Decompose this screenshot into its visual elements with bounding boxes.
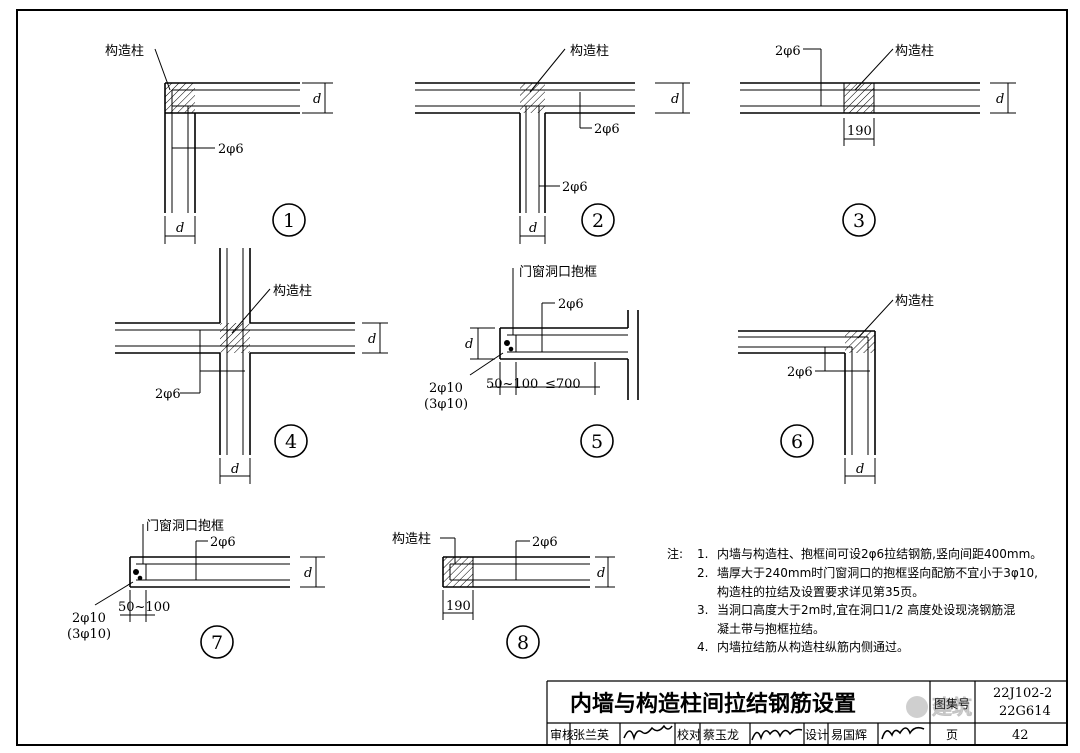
detail-5-number: 5 bbox=[591, 431, 603, 453]
page-number: 42 bbox=[1012, 728, 1029, 743]
detail-3-column-label: 构造柱 bbox=[895, 44, 934, 59]
watermark-text: 建筑 bbox=[932, 695, 972, 719]
detail-7-frame-label: 门窗洞口抱框 bbox=[146, 518, 224, 534]
detail-7-range-label: 50~100 bbox=[118, 600, 170, 615]
detail-2-d-label-bottom: d bbox=[529, 221, 537, 236]
detail-3-width-label: 190 bbox=[847, 124, 872, 139]
detail-1-column-label: 构造柱 bbox=[105, 44, 144, 59]
detail-2-bar-label-1: 2φ6 bbox=[594, 122, 620, 137]
note-1: 1. 内墙与构造柱、抱框间可设2φ6拉结钢筋,竖向间距400mm。 bbox=[697, 545, 1067, 564]
designer-name: 易国辉 bbox=[831, 728, 867, 742]
detail-6-d-label: d bbox=[856, 462, 864, 477]
detail-8 bbox=[440, 537, 615, 659]
detail-7-bar-label: 2φ6 bbox=[210, 535, 236, 550]
detail-5-bar-10-alt-label: (3φ10) bbox=[424, 397, 468, 412]
signature-checker bbox=[751, 728, 803, 741]
detail-7-number: 7 bbox=[211, 632, 223, 654]
detail-7-bar-10-alt-label: (3φ10) bbox=[67, 627, 111, 642]
detail-3-d-label: d bbox=[996, 92, 1004, 107]
detail-1-bar-label: 2φ6 bbox=[218, 142, 244, 157]
detail-2 bbox=[415, 48, 690, 244]
reviewer-name: 张兰英 bbox=[573, 728, 609, 742]
detail-6-number: 6 bbox=[791, 431, 803, 453]
check-label: 校对 bbox=[677, 727, 701, 742]
note-1-text: 内墙与构造柱、抱框间可设2φ6拉结钢筋,竖向间距400mm。 bbox=[717, 547, 1043, 561]
watermark: 建筑 bbox=[906, 695, 972, 719]
detail-7 bbox=[94, 524, 325, 659]
detail-4-bar-label: 2φ6 bbox=[155, 387, 181, 402]
detail-3-number: 3 bbox=[853, 210, 865, 232]
detail-8-width-label: 190 bbox=[446, 599, 471, 614]
signature-reviewer bbox=[623, 724, 673, 741]
detail-3 bbox=[740, 48, 1016, 237]
detail-1-d-label-bottom: d bbox=[176, 221, 184, 236]
review-label: 审核 bbox=[550, 727, 574, 742]
detail-4-d-label-bottom: d bbox=[231, 462, 239, 477]
sheet-border bbox=[16, 9, 1068, 746]
detail-1-number: 1 bbox=[283, 210, 295, 232]
detail-4-number: 4 bbox=[285, 431, 297, 453]
note-1-number: 1. bbox=[697, 547, 709, 561]
note-4-text: 内墙拉结筋从构造柱纵筋内侧通过。 bbox=[717, 640, 910, 654]
detail-7-bar-10-label: 2φ10 bbox=[72, 611, 106, 626]
note-2: 2. 墙厚大于240mm时门窗洞口的抱框竖向配筋不宜小于3φ10, 构造柱的拉结及… bbox=[697, 564, 1067, 601]
design-label: 设计 bbox=[805, 728, 829, 742]
detail-6-bar-label: 2φ6 bbox=[787, 365, 813, 380]
detail-5-frame-label: 门窗洞口抱框 bbox=[519, 264, 597, 280]
detail-8-number: 8 bbox=[517, 632, 529, 654]
detail-8-d-label: d bbox=[597, 566, 605, 581]
detail-4-column-label: 构造柱 bbox=[273, 284, 312, 299]
notes-heading: 注: bbox=[667, 547, 684, 561]
detail-5-d-label: d bbox=[465, 337, 473, 352]
detail-2-d-label: d bbox=[671, 92, 679, 107]
detail-6 bbox=[738, 299, 894, 484]
atlas-number: 22J102-2 bbox=[993, 686, 1052, 701]
note-3-number: 3. bbox=[697, 603, 709, 617]
detail-5-bar-label: 2φ6 bbox=[558, 297, 584, 312]
detail-8-bar-label: 2φ6 bbox=[532, 535, 558, 550]
note-3: 3. 当洞口高度大于2m时,宜在洞口1/2 高度处设现浇钢筋混 凝土带与抱框拉结。 bbox=[697, 601, 1067, 638]
checker-name: 蔡玉龙 bbox=[703, 728, 739, 742]
atlas-label: 图集号 bbox=[934, 696, 970, 711]
signature-designer bbox=[881, 726, 925, 740]
detail-6-column-label: 构造柱 bbox=[895, 294, 934, 309]
detail-1-d-label: d bbox=[313, 92, 321, 107]
detail-5-range-label: 50~100 bbox=[486, 377, 538, 392]
detail-1 bbox=[154, 48, 333, 244]
detail-8-column-label: 构造柱 bbox=[392, 532, 431, 547]
note-2-text-1: 墙厚大于240mm时门窗洞口的抱框竖向配筋不宜小于3φ10, bbox=[717, 566, 1038, 580]
detail-5 bbox=[469, 268, 639, 458]
note-4: 4. 内墙拉结筋从构造柱纵筋内侧通过。 bbox=[697, 638, 1067, 657]
note-2-number: 2. bbox=[697, 566, 709, 580]
atlas-number-2: 22G614 bbox=[999, 704, 1051, 719]
page-label: 页 bbox=[946, 728, 958, 742]
note-3-text-1: 当洞口高度大于2m时,宜在洞口1/2 高度处设现浇钢筋混 bbox=[717, 603, 1016, 617]
detail-7-d-label: d bbox=[304, 566, 312, 581]
title-block bbox=[546, 680, 1067, 745]
note-4-number: 4. bbox=[697, 640, 709, 654]
detail-4 bbox=[115, 248, 388, 484]
note-3-text-2: 凝土带与抱框拉结。 bbox=[717, 621, 826, 636]
detail-2-column-label: 构造柱 bbox=[570, 44, 609, 59]
detail-4-d-label: d bbox=[368, 332, 376, 347]
note-2-text-2: 构造柱的拉结及设置要求详见第35页。 bbox=[717, 584, 925, 599]
detail-5-bar-10-label: 2φ10 bbox=[429, 381, 463, 396]
drawing-title: 内墙与构造柱间拉结钢筋设置 bbox=[570, 691, 856, 717]
detail-5-max-label: ≤700 bbox=[545, 377, 581, 392]
detail-3-bar-label: 2φ6 bbox=[775, 44, 801, 59]
detail-2-number: 2 bbox=[592, 210, 604, 232]
detail-2-bar-label-2: 2φ6 bbox=[562, 180, 588, 195]
